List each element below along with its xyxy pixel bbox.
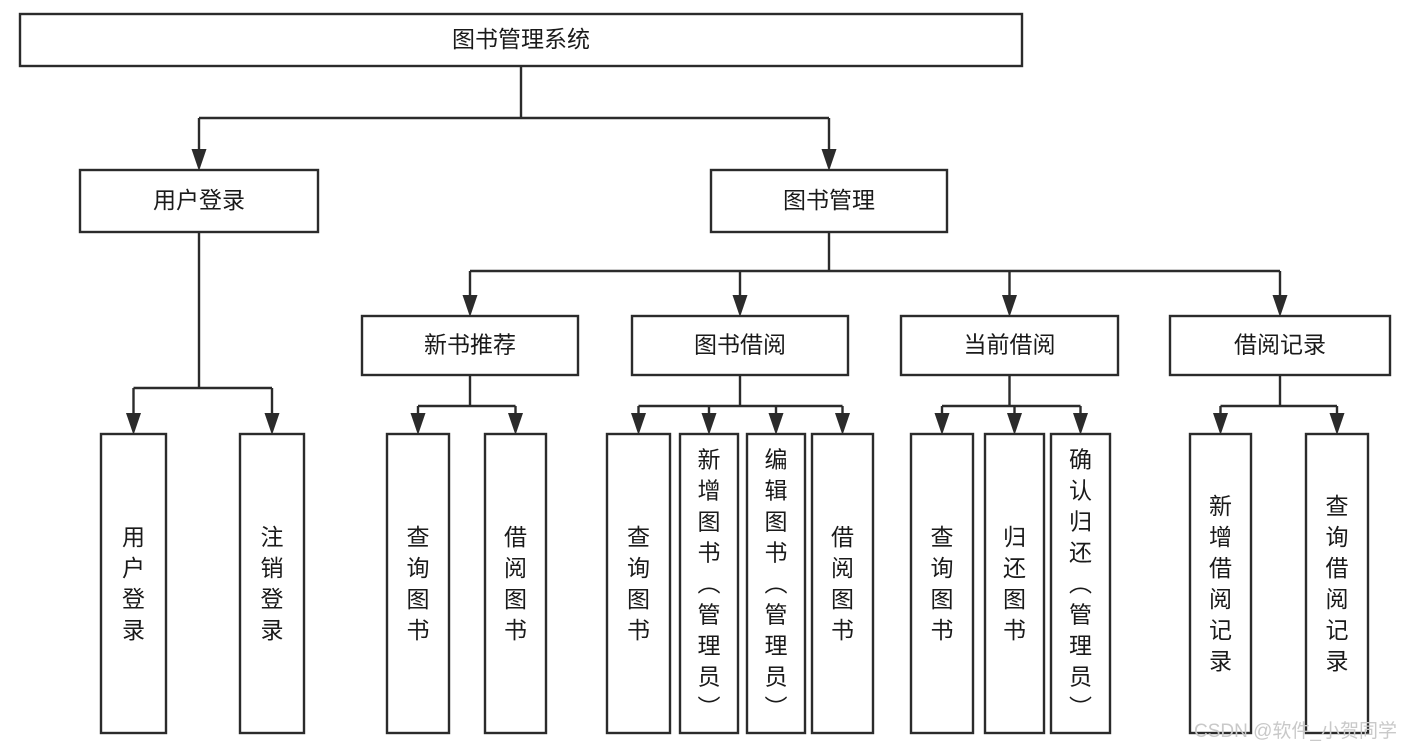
node-label: 图书借阅 <box>694 332 786 358</box>
arrow-head-icon <box>508 413 523 435</box>
node-rect <box>1049 432 1112 735</box>
arrow-head-icon <box>821 149 837 171</box>
node-label: 当前借阅 <box>964 332 1056 358</box>
node-rect <box>1168 314 1392 377</box>
node-leaf-leaf-rec-search[interactable]: 查询借阅记录 <box>1304 432 1370 735</box>
node-branch-current-borrow[interactable]: 当前借阅 <box>899 314 1120 377</box>
node-branch-book-borrow[interactable]: 图书借阅 <box>630 314 850 377</box>
connectors-layer <box>126 66 1345 435</box>
node-rect <box>483 432 548 735</box>
node-rect <box>1188 432 1253 735</box>
node-rect <box>99 432 168 735</box>
node-rect <box>1304 432 1370 735</box>
node-root-root[interactable]: 图书管理系统 <box>18 12 1024 68</box>
arrow-head-icon <box>934 413 950 435</box>
node-leaf-leaf-user-logout[interactable]: 注销登录 <box>238 432 306 735</box>
node-leaf-leaf-rec-add[interactable]: 新增借阅记录 <box>1188 432 1253 735</box>
arrow-head-icon <box>732 295 748 317</box>
node-leaf-leaf-rec-query[interactable]: 查询图书 <box>385 432 451 735</box>
arrow-head-icon <box>701 413 717 435</box>
node-branch-user-login[interactable]: 用户登录 <box>78 168 320 234</box>
node-label: 查询图书 <box>931 524 954 643</box>
arrow-head-icon <box>410 413 426 435</box>
node-rect <box>630 314 850 377</box>
node-label: 查询图书 <box>627 524 650 643</box>
arrow-head-icon <box>126 413 141 435</box>
arrow-head-icon <box>462 295 478 317</box>
node-rect <box>709 168 949 234</box>
arrow-head-icon <box>631 413 646 435</box>
node-rect <box>605 432 672 735</box>
node-label: 确认归还︵管理员︶ <box>1069 447 1092 721</box>
arrow-head-icon <box>1329 413 1345 435</box>
node-leaf-leaf-rec-borrow[interactable]: 借阅图书 <box>483 432 548 735</box>
node-rect <box>385 432 451 735</box>
node-rect <box>909 432 975 735</box>
node-leaf-leaf-cur-return[interactable]: 归还图书 <box>983 432 1046 735</box>
node-rect <box>678 432 740 735</box>
node-label: 编辑图书︵管理员︶ <box>765 447 788 721</box>
arrow-head-icon <box>1272 295 1288 317</box>
csdn-watermark: CSDN @软件_小贺同学 <box>1194 721 1397 742</box>
arrow-head-icon <box>264 413 280 435</box>
node-label: 归还图书 <box>1003 524 1026 643</box>
node-rect <box>745 432 807 735</box>
node-leaf-leaf-borrow-edit[interactable]: 编辑图书︵管理员︶ <box>745 432 807 735</box>
node-leaf-leaf-borrow-add[interactable]: 新增图书︵管理员︶ <box>678 432 740 735</box>
node-label: 新增借阅记录 <box>1209 493 1232 674</box>
node-label: 新书推荐 <box>424 332 516 358</box>
node-label: 用户登录 <box>122 524 145 643</box>
node-leaf-leaf-cur-query[interactable]: 查询图书 <box>909 432 975 735</box>
node-rect <box>238 432 306 735</box>
arrow-head-icon <box>1007 413 1022 435</box>
node-label: 查询借阅记录 <box>1326 493 1349 674</box>
node-branch-new-book-rec[interactable]: 新书推荐 <box>360 314 580 377</box>
node-label: 注销登录 <box>261 524 284 643</box>
arrow-head-icon <box>191 149 207 171</box>
node-label: 用户登录 <box>153 187 245 213</box>
node-label: 查询图书 <box>407 524 430 643</box>
node-branch-borrow-record[interactable]: 借阅记录 <box>1168 314 1392 377</box>
node-label: 图书管理系统 <box>452 26 590 52</box>
node-leaf-leaf-borrow-query[interactable]: 查询图书 <box>605 432 672 735</box>
node-label: 新增图书︵管理员︶ <box>698 447 721 721</box>
node-rect <box>983 432 1046 735</box>
node-rect <box>78 168 320 234</box>
node-leaf-leaf-borrow-do[interactable]: 借阅图书 <box>810 432 875 735</box>
node-label: 借阅图书 <box>831 524 854 643</box>
node-label: 图书管理 <box>783 187 875 213</box>
nodes-layer: 图书管理系统用户登录图书管理新书推荐图书借阅当前借阅借阅记录用户登录注销登录查询… <box>18 12 1392 735</box>
node-rect <box>810 432 875 735</box>
arrow-head-icon <box>1073 413 1088 435</box>
arrow-head-icon <box>768 413 784 435</box>
node-label: 借阅图书 <box>504 524 527 643</box>
arrow-head-icon <box>835 413 850 435</box>
node-leaf-leaf-cur-confirm[interactable]: 确认归还︵管理员︶ <box>1049 432 1112 735</box>
node-rect <box>360 314 580 377</box>
arrow-head-icon <box>1213 413 1228 435</box>
node-branch-book-manage[interactable]: 图书管理 <box>709 168 949 234</box>
node-label: 借阅记录 <box>1234 332 1326 358</box>
node-leaf-leaf-user-login[interactable]: 用户登录 <box>99 432 168 735</box>
arrow-head-icon <box>1002 295 1017 317</box>
node-rect <box>899 314 1120 377</box>
node-rect <box>18 12 1024 68</box>
